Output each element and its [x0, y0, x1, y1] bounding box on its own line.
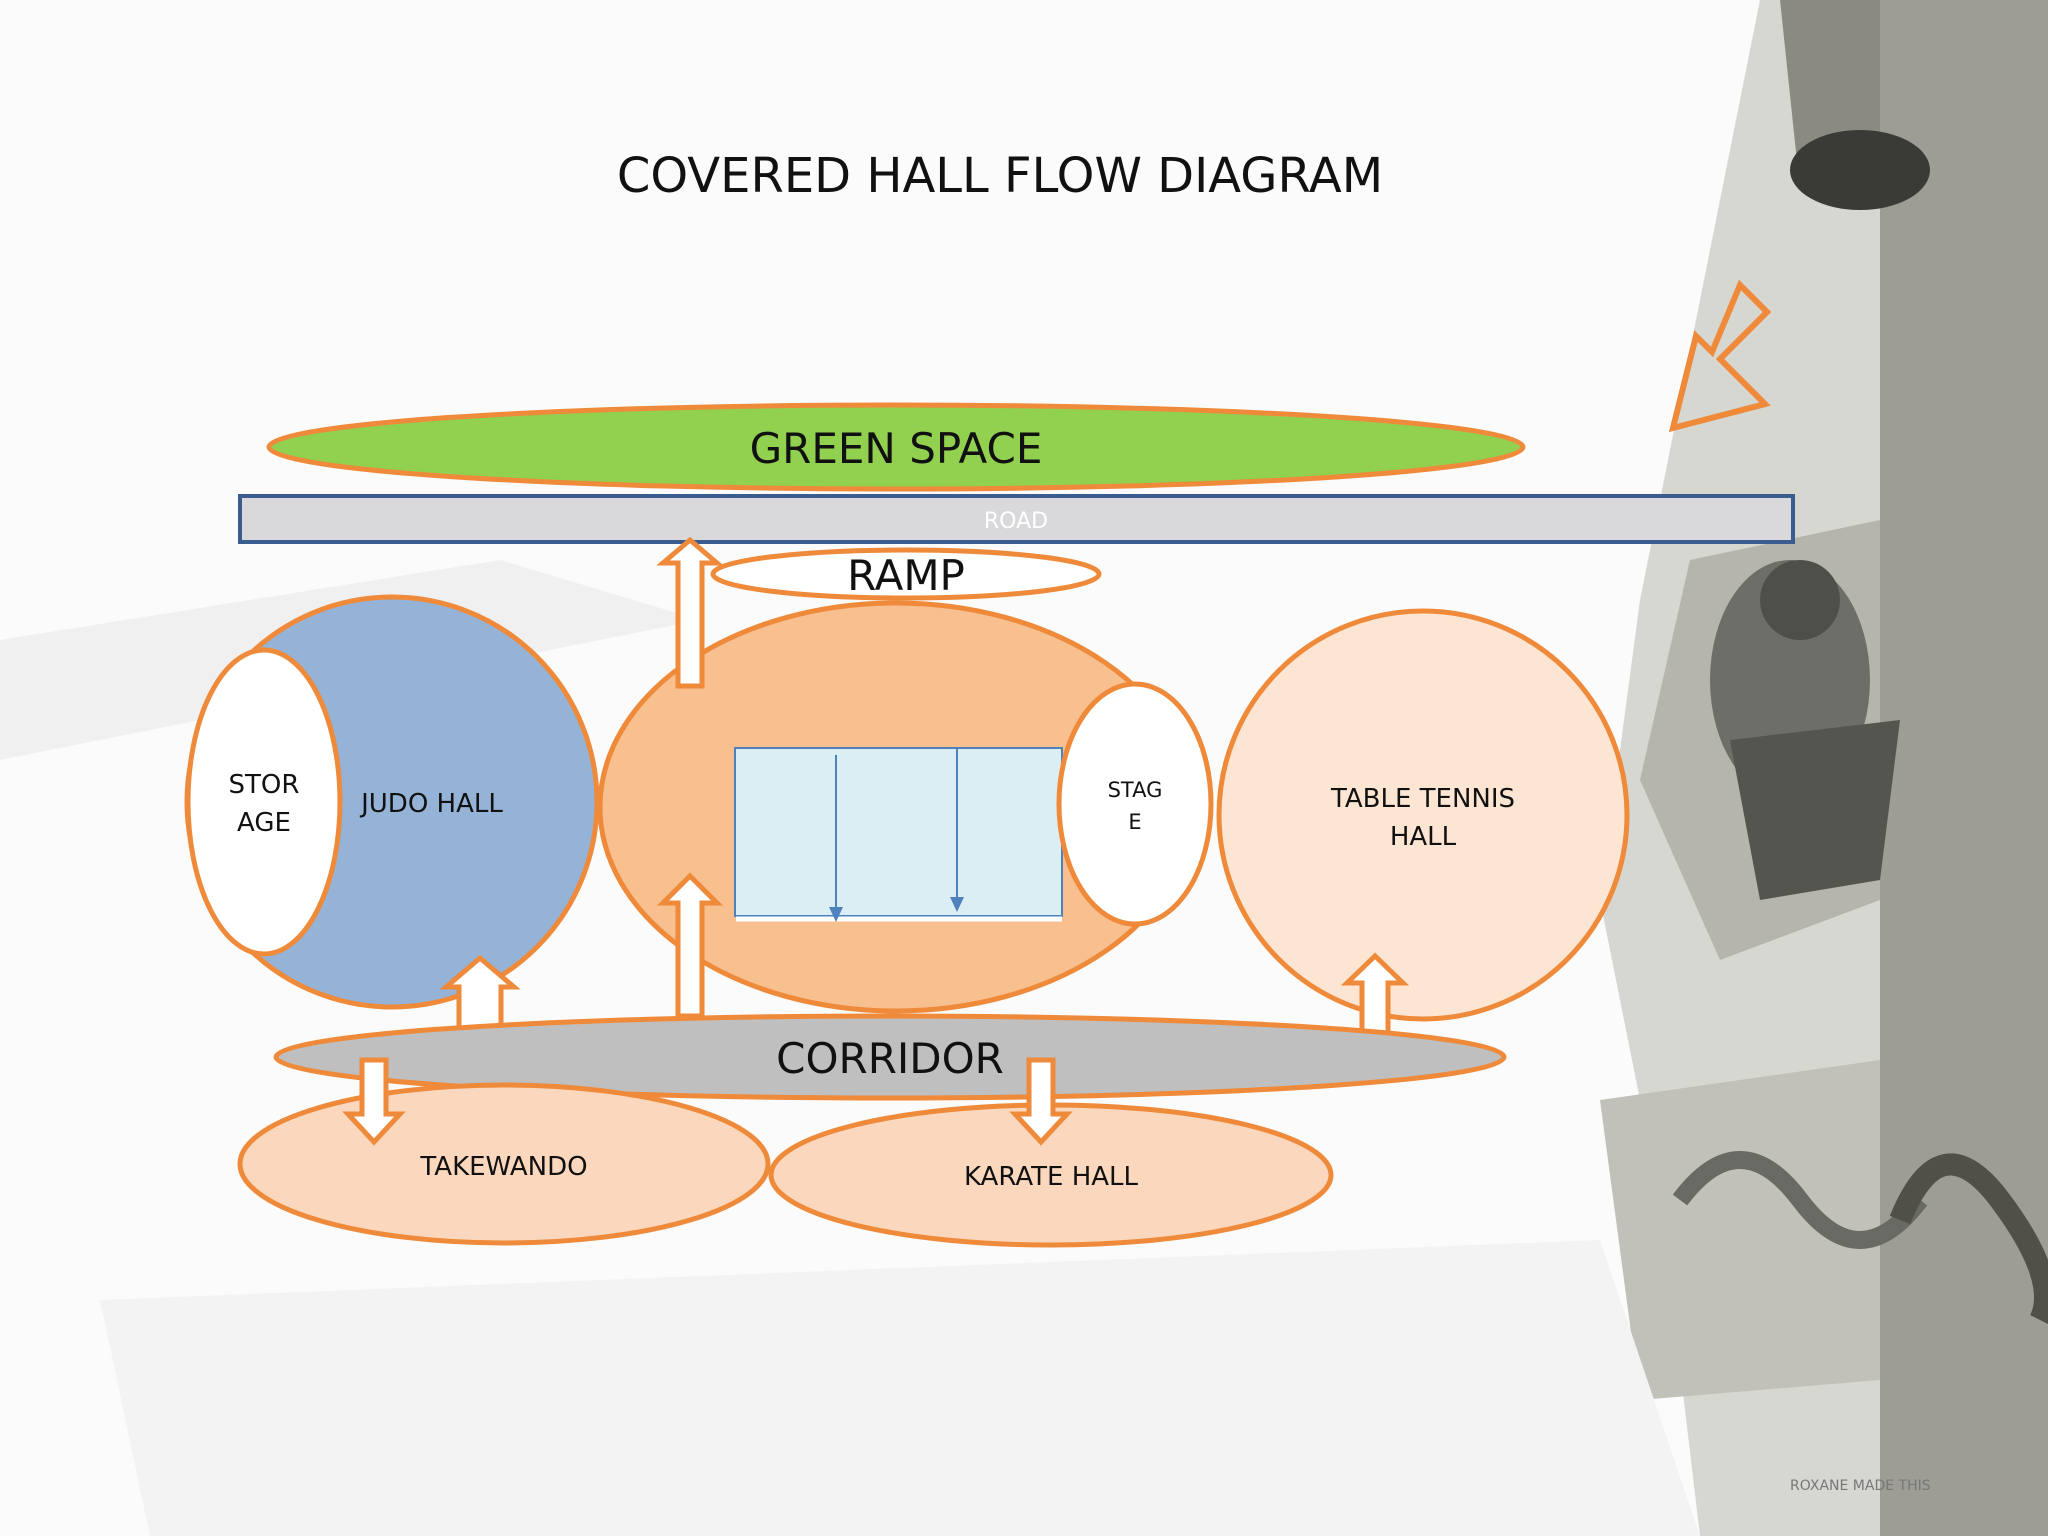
watermark-text: ROXANE MADE THIS [1790, 1478, 1931, 1494]
arrow-down-icon [342, 1057, 406, 1146]
court-area [734, 747, 1063, 922]
arrow-down-icon [829, 907, 843, 922]
storage-zone [185, 647, 343, 957]
stage-zone [1056, 681, 1214, 927]
corridor-label: CORRIDOR [776, 1034, 1004, 1083]
ramp-label: RAMP [847, 551, 965, 600]
corridor-zone [273, 1013, 1507, 1101]
takewando-label: TAKEWANDO [419, 1152, 587, 1182]
ramp-zone [710, 547, 1102, 601]
road-bar [238, 494, 1795, 544]
judo-hall-label: JUDO HALL [359, 789, 503, 819]
arrow-up-icon [656, 872, 724, 1019]
arrow-down-icon [1009, 1057, 1073, 1146]
stage-label-line2: E [1128, 810, 1141, 834]
entry-arrow-icon [1668, 279, 1772, 433]
table-tennis-label-line1: TABLE TENNIS [1330, 784, 1515, 814]
storage-label-line1: STOR [229, 770, 300, 800]
arrow-up-icon [656, 536, 724, 689]
karate-hall-label: KARATE HALL [964, 1162, 1139, 1192]
arrow-down-icon [950, 897, 964, 912]
green-space-label: GREEN SPACE [750, 424, 1043, 473]
page-title: COVERED HALL FLOW DIAGRAM [616, 148, 1384, 204]
storage-label-line2: AGE [237, 808, 291, 838]
stage-label-line1: STAG [1108, 778, 1163, 802]
table-tennis-hall-zone [1216, 608, 1630, 1022]
road-label: ROAD [984, 509, 1048, 534]
table-tennis-label-line2: HALL [1390, 822, 1457, 852]
green-space-zone [266, 402, 1526, 492]
court-rectangle [734, 747, 1063, 917]
